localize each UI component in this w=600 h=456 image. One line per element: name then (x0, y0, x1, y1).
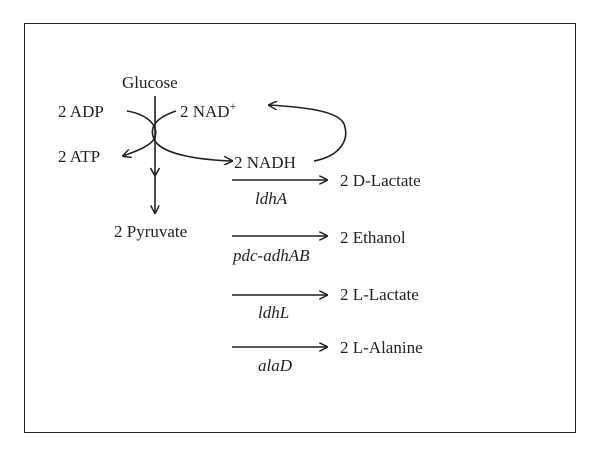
product-row-d-lactate: ldhA 2 D-Lactate (232, 171, 421, 208)
adp-label: 2 ADP (58, 102, 104, 121)
product-label-d-lactate: 2 D-Lactate (340, 171, 421, 190)
pyruvate-label: 2 Pyruvate (114, 222, 187, 241)
atp-label: 2 ATP (58, 147, 100, 166)
nadh-regeneration-arrow (269, 105, 347, 162)
adp-atp-arrow (123, 110, 157, 156)
nad-nadh-arrow (151, 110, 232, 161)
product-row-l-alanine: alaD 2 L-Alanine (232, 338, 423, 375)
product-row-l-lactate: ldhL 2 L-Lactate (232, 285, 419, 322)
glucose-label: Glucose (122, 73, 178, 92)
nad-superscript: + (230, 99, 237, 113)
nad-label-text: 2 NAD (180, 102, 230, 121)
diagram-frame (24, 23, 576, 433)
product-label-l-lactate: 2 L-Lactate (340, 285, 419, 304)
gene-label-alad: alaD (258, 356, 293, 375)
gene-label-ldhl: ldhL (258, 303, 289, 322)
glycolysis-mid-arrowhead (149, 167, 161, 178)
nadh-label: 2 NADH (234, 153, 296, 172)
nad-label: 2 NAD+ (180, 99, 237, 121)
gene-label-pdc-adhab: pdc-adhAB (232, 246, 310, 265)
product-label-ethanol: 2 Ethanol (340, 228, 406, 247)
product-label-l-alanine: 2 L-Alanine (340, 338, 423, 357)
gene-label-ldha: ldhA (255, 189, 288, 208)
product-row-ethanol: pdc-adhAB 2 Ethanol (232, 228, 406, 265)
